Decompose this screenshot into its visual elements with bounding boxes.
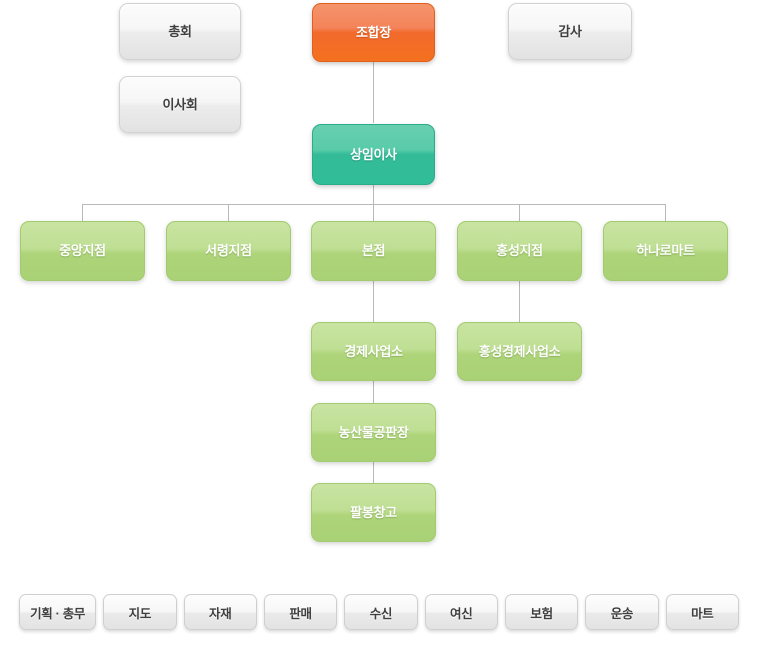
connector-bus-to-branch-2 xyxy=(373,204,374,221)
node-branch-hongseong[interactable]: 홍성지점 xyxy=(457,221,582,281)
node-branch-seoryeong[interactable]: 서령지점 xyxy=(166,221,291,281)
department-row: 기획 · 총무 지도 자재 판매 수신 여신 보험 운송 마트 xyxy=(19,594,739,630)
node-assembly-label: 총회 xyxy=(168,23,192,39)
node-branch-seoryeong-label: 서령지점 xyxy=(205,243,252,259)
department-pill-insurance[interactable]: 보험 xyxy=(504,594,579,630)
department-pill-guidance-label: 지도 xyxy=(128,606,152,621)
department-pill-sales[interactable]: 판매 xyxy=(263,594,338,630)
node-branch-hanaromart-label: 하나로마트 xyxy=(636,243,695,259)
node-palbong-warehouse[interactable]: 팔봉창고 xyxy=(311,483,436,542)
connector-chairman-to-executive xyxy=(373,62,374,123)
node-economy-office[interactable]: 경제사업소 xyxy=(311,322,436,381)
node-chairman-label: 조합장 xyxy=(356,24,391,40)
department-pill-planning-label: 기획 · 총무 xyxy=(30,606,86,621)
connector-branch-bus xyxy=(82,204,665,205)
node-executive-label: 상임이사 xyxy=(350,146,397,162)
connector-bonjeom-to-economy xyxy=(373,281,374,322)
node-produce-market-label: 농산물공판장 xyxy=(338,424,409,440)
node-chairman[interactable]: 조합장 xyxy=(312,3,435,62)
node-auditor-label: 감사 xyxy=(558,23,582,39)
department-pill-transport[interactable]: 운송 xyxy=(585,594,659,630)
node-branch-jungang[interactable]: 중앙지점 xyxy=(20,221,145,281)
node-branch-hongseong-label: 홍성지점 xyxy=(496,243,543,259)
node-branch-hanaromart[interactable]: 하나로마트 xyxy=(603,221,728,281)
node-economy-office-label: 경제사업소 xyxy=(344,343,403,359)
node-hongseong-economy-office-label: 홍성경제사업소 xyxy=(478,343,561,359)
connector-hongseong-to-economy xyxy=(519,281,520,322)
department-pill-mart-label: 마트 xyxy=(691,606,714,621)
department-pill-materials[interactable]: 자재 xyxy=(183,594,257,630)
node-branch-bonjeom[interactable]: 본점 xyxy=(311,221,436,281)
department-pill-loans-label: 여신 xyxy=(450,606,473,621)
node-assembly[interactable]: 총회 xyxy=(119,3,241,60)
department-pill-deposits[interactable]: 수신 xyxy=(344,594,418,630)
department-pill-deposits-label: 수신 xyxy=(369,606,393,621)
department-pill-transport-label: 운송 xyxy=(610,606,634,621)
department-pill-insurance-label: 보험 xyxy=(530,606,553,621)
connector-bus-to-branch-0 xyxy=(82,204,83,221)
node-auditor[interactable]: 감사 xyxy=(508,3,632,60)
connector-market-to-warehouse xyxy=(373,462,374,483)
node-branch-jungang-label: 중앙지점 xyxy=(59,243,106,259)
department-pill-loans[interactable]: 여신 xyxy=(424,594,498,630)
node-board-label: 이사회 xyxy=(162,96,198,112)
connector-bus-to-branch-1 xyxy=(228,204,229,221)
connector-bus-to-branch-3 xyxy=(519,204,520,221)
node-palbong-warehouse-label: 팔봉창고 xyxy=(350,504,397,520)
node-branch-bonjeom-label: 본점 xyxy=(361,243,386,259)
department-pill-mart[interactable]: 마트 xyxy=(665,594,739,630)
department-pill-sales-label: 판매 xyxy=(289,606,312,621)
node-hongseong-economy-office[interactable]: 홍성경제사업소 xyxy=(457,322,582,381)
node-executive[interactable]: 상임이사 xyxy=(312,124,435,185)
department-pill-planning[interactable]: 기획 · 총무 xyxy=(19,594,97,630)
node-produce-market[interactable]: 농산물공판장 xyxy=(311,403,436,462)
department-pill-materials-label: 자재 xyxy=(209,606,232,621)
node-board[interactable]: 이사회 xyxy=(119,76,241,133)
connector-bus-to-branch-4 xyxy=(665,204,666,221)
connector-economy-to-market xyxy=(373,381,374,403)
connector-executive-to-bus xyxy=(373,185,374,204)
department-pill-guidance[interactable]: 지도 xyxy=(103,594,177,630)
